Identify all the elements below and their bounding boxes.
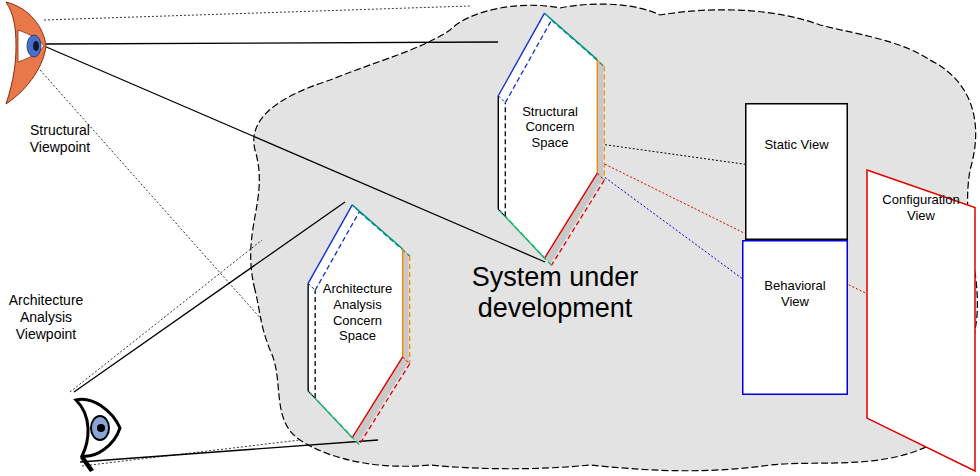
view-box: Configuration View [866,168,976,473]
view-projection-line [605,145,745,165]
node-outline [745,103,848,240]
view-box: Behavioral View [742,240,848,395]
node-label: Architecture Analysis Concern Space [319,281,397,343]
node-label: Behavioral View [755,278,835,309]
cloud-outline [251,4,978,471]
node-label: Structural Concern Space [513,104,587,151]
node-label: Static View [762,137,832,153]
concern-space-hexagon: Structural Concern Space [495,8,605,266]
view-box: Static View [745,103,848,240]
concern-space-hexagon: Architecture Analysis Concern Space [305,200,410,445]
sight-lines [40,6,545,466]
viewpoint-label: Architecture Analysis Viewpoint [0,292,92,342]
viewpoint-label: Structural Viewpoint [10,122,110,156]
node-label: System under development [450,262,660,324]
node-outline [742,240,848,395]
eye-icon [6,2,46,104]
cloud-region: System under development Structural Conce… [230,0,980,476]
eye-icon [76,399,120,472]
node-label: Configuration View [875,192,967,223]
